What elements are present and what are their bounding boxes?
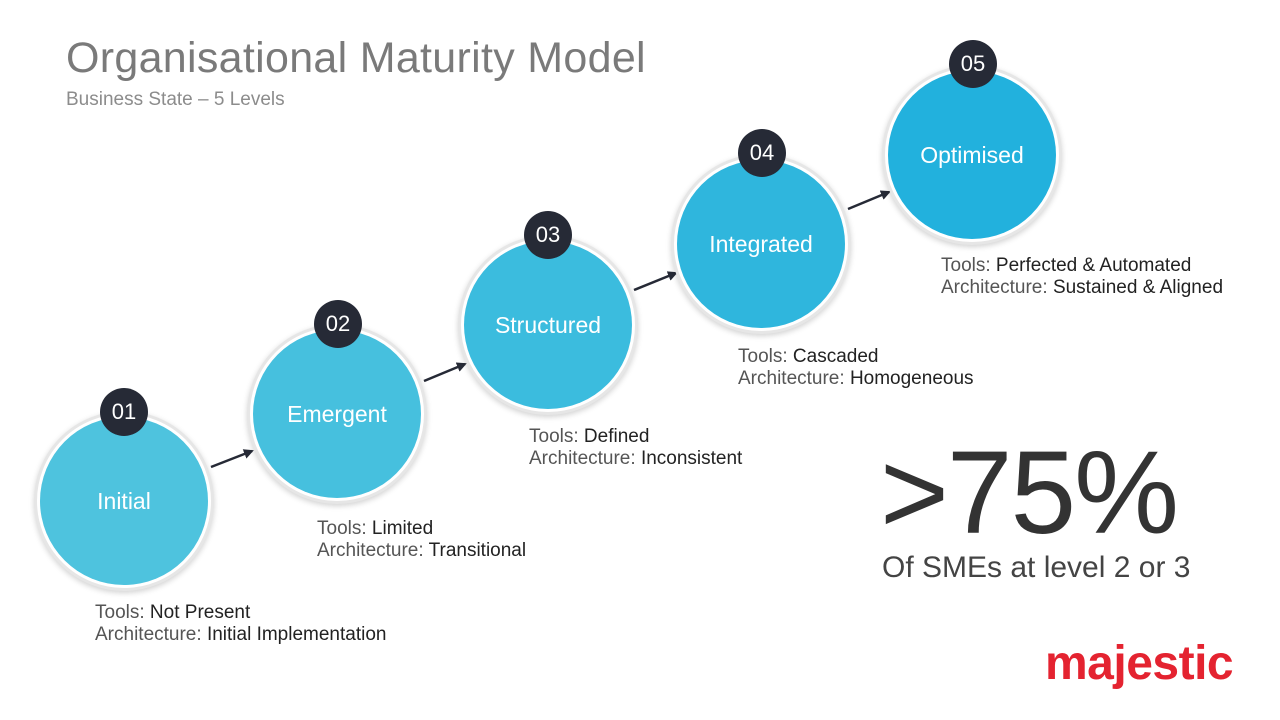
level-2-description: Tools: Limited Architecture: Transitiona… [317, 518, 526, 562]
level-2-badge: 02 [314, 300, 362, 348]
page-subtitle: Business State – 5 Levels [66, 89, 285, 110]
level-2-name: Emergent [287, 400, 387, 427]
level-4-description: Tools: Cascaded Architecture: Homogeneou… [738, 346, 974, 390]
arrow-4-to-5 [847, 190, 891, 211]
architecture-label: Architecture: [317, 540, 424, 561]
level-1-circle: Initial [40, 417, 208, 585]
architecture-label: Architecture: [738, 368, 845, 389]
level-4-tools: Cascaded [792, 346, 879, 367]
level-1-tools: Not Present [149, 602, 251, 623]
level-5-circle: Optimised [888, 71, 1056, 239]
level-5-description: Tools: Perfected & Automated Architectur… [941, 255, 1223, 299]
level-4-badge: 04 [738, 129, 786, 177]
majestic-logo: majestic [1045, 637, 1234, 690]
architecture-label: Architecture: [941, 277, 1048, 298]
tools-label: Tools: [941, 255, 991, 276]
arrow-3-to-4 [633, 271, 678, 292]
level-3-name: Structured [494, 311, 602, 338]
level-1-description: Tools: Not Present Architecture: Initial… [95, 602, 386, 646]
architecture-label: Architecture: [529, 448, 636, 469]
level-3-circle: Structured [464, 241, 632, 409]
level-5-architecture: Sustained & Aligned [1052, 277, 1224, 298]
level-1-architecture: Initial Implementation [206, 624, 387, 645]
tools-label: Tools: [738, 346, 788, 367]
level-4-name: Integrated [709, 230, 813, 257]
level-1-name: Initial [97, 487, 151, 514]
level-2-circle: Emergent [253, 330, 421, 498]
level-3-description: Tools: Defined Architecture: Inconsisten… [529, 426, 742, 470]
level-5-number: 05 [960, 51, 986, 76]
level-4-number: 04 [749, 140, 775, 165]
level-3-architecture: Inconsistent [640, 448, 743, 469]
level-4-architecture: Homogeneous [849, 368, 974, 389]
level-5-badge: 05 [949, 40, 997, 88]
tools-label: Tools: [317, 518, 367, 539]
level-5-tools: Perfected & Automated [995, 255, 1192, 276]
arrow-2-to-3 [423, 362, 467, 383]
level-5-name: Optimised [920, 141, 1024, 168]
level-1-number: 01 [111, 399, 137, 424]
level-3-badge: 03 [524, 211, 572, 259]
level-3-number: 03 [535, 222, 561, 247]
tools-label: Tools: [529, 426, 579, 447]
stat-caption: Of SMEs at level 2 or 3 [882, 551, 1191, 584]
stat-value: >75% [880, 427, 1179, 559]
level-2-tools: Limited [371, 518, 434, 539]
architecture-label: Architecture: [95, 624, 202, 645]
level-2-number: 02 [325, 311, 351, 336]
level-1-badge: 01 [100, 388, 148, 436]
tools-label: Tools: [95, 602, 145, 623]
arrow-1-to-2 [210, 449, 254, 469]
level-2-architecture: Transitional [428, 540, 527, 561]
level-3-tools: Defined [583, 426, 650, 447]
page-title: Organisational Maturity Model [66, 34, 646, 82]
level-4-circle: Integrated [677, 160, 845, 328]
